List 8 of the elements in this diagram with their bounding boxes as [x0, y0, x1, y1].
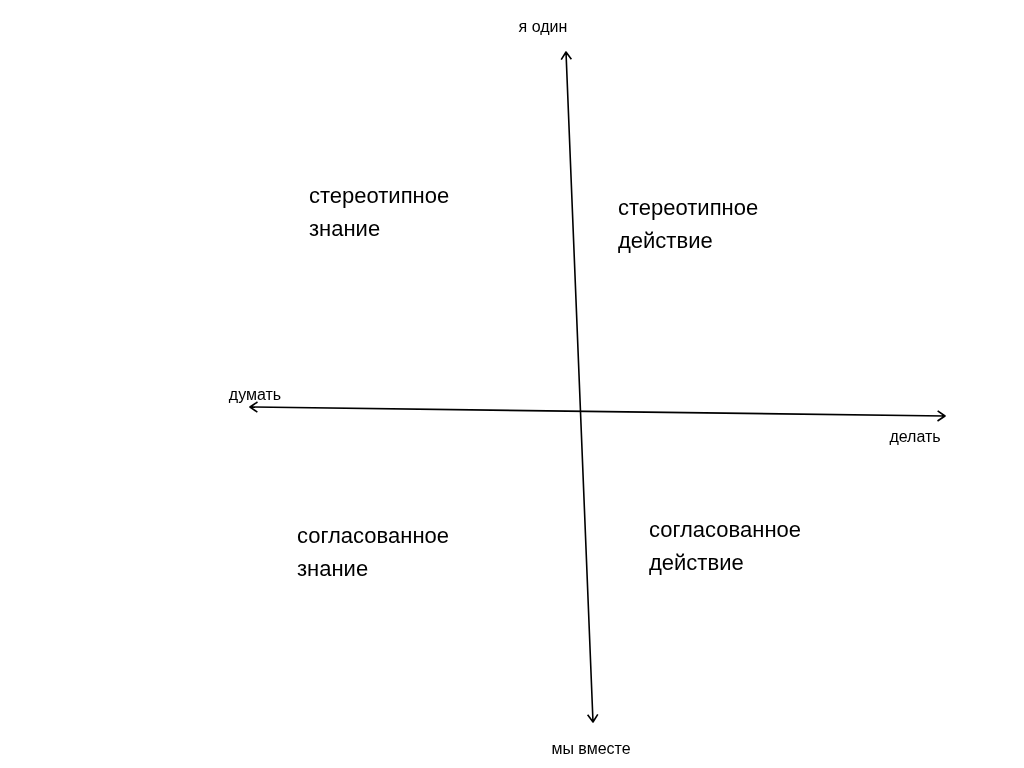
quadrant-label: согласованное действие [649, 516, 802, 577]
quadrant-label: согласованное знание [297, 522, 450, 583]
quadrant-label: стереотипное действие [618, 194, 759, 255]
axis-label: я один [518, 17, 568, 37]
axis-label: делать [889, 427, 941, 447]
quadrant-label: стереотипное знание [309, 182, 450, 243]
axis-label: мы вместе [551, 739, 631, 759]
axis-label: думать [228, 385, 282, 405]
